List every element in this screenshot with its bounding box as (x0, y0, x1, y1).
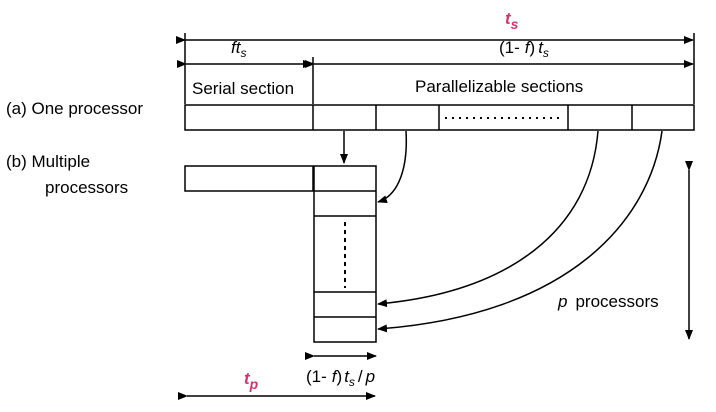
per-processor-time-label: (1-f)ts/p (306, 367, 375, 389)
parallel-sections-label: Parallelizable sections (415, 77, 583, 96)
row-label-multiple-line2: processors (45, 178, 128, 197)
serial-bar-multi (184, 165, 314, 192)
map-arrow-2 (377, 130, 408, 204)
map-arrow-3 (377, 130, 599, 308)
map-arrow-4 (377, 130, 663, 333)
ts-label: ts (505, 9, 519, 32)
parallel-time-label: (1-f)ts (499, 38, 549, 60)
row-label-one-processor: (a) One processor (6, 99, 143, 118)
row-label-multiple-line1: (b) Multiple (6, 152, 90, 171)
serial-time-label: fts (231, 38, 246, 60)
tp-label: tp (244, 369, 259, 392)
processor-stack (313, 165, 377, 343)
serial-section-label: Serial section (192, 79, 294, 98)
